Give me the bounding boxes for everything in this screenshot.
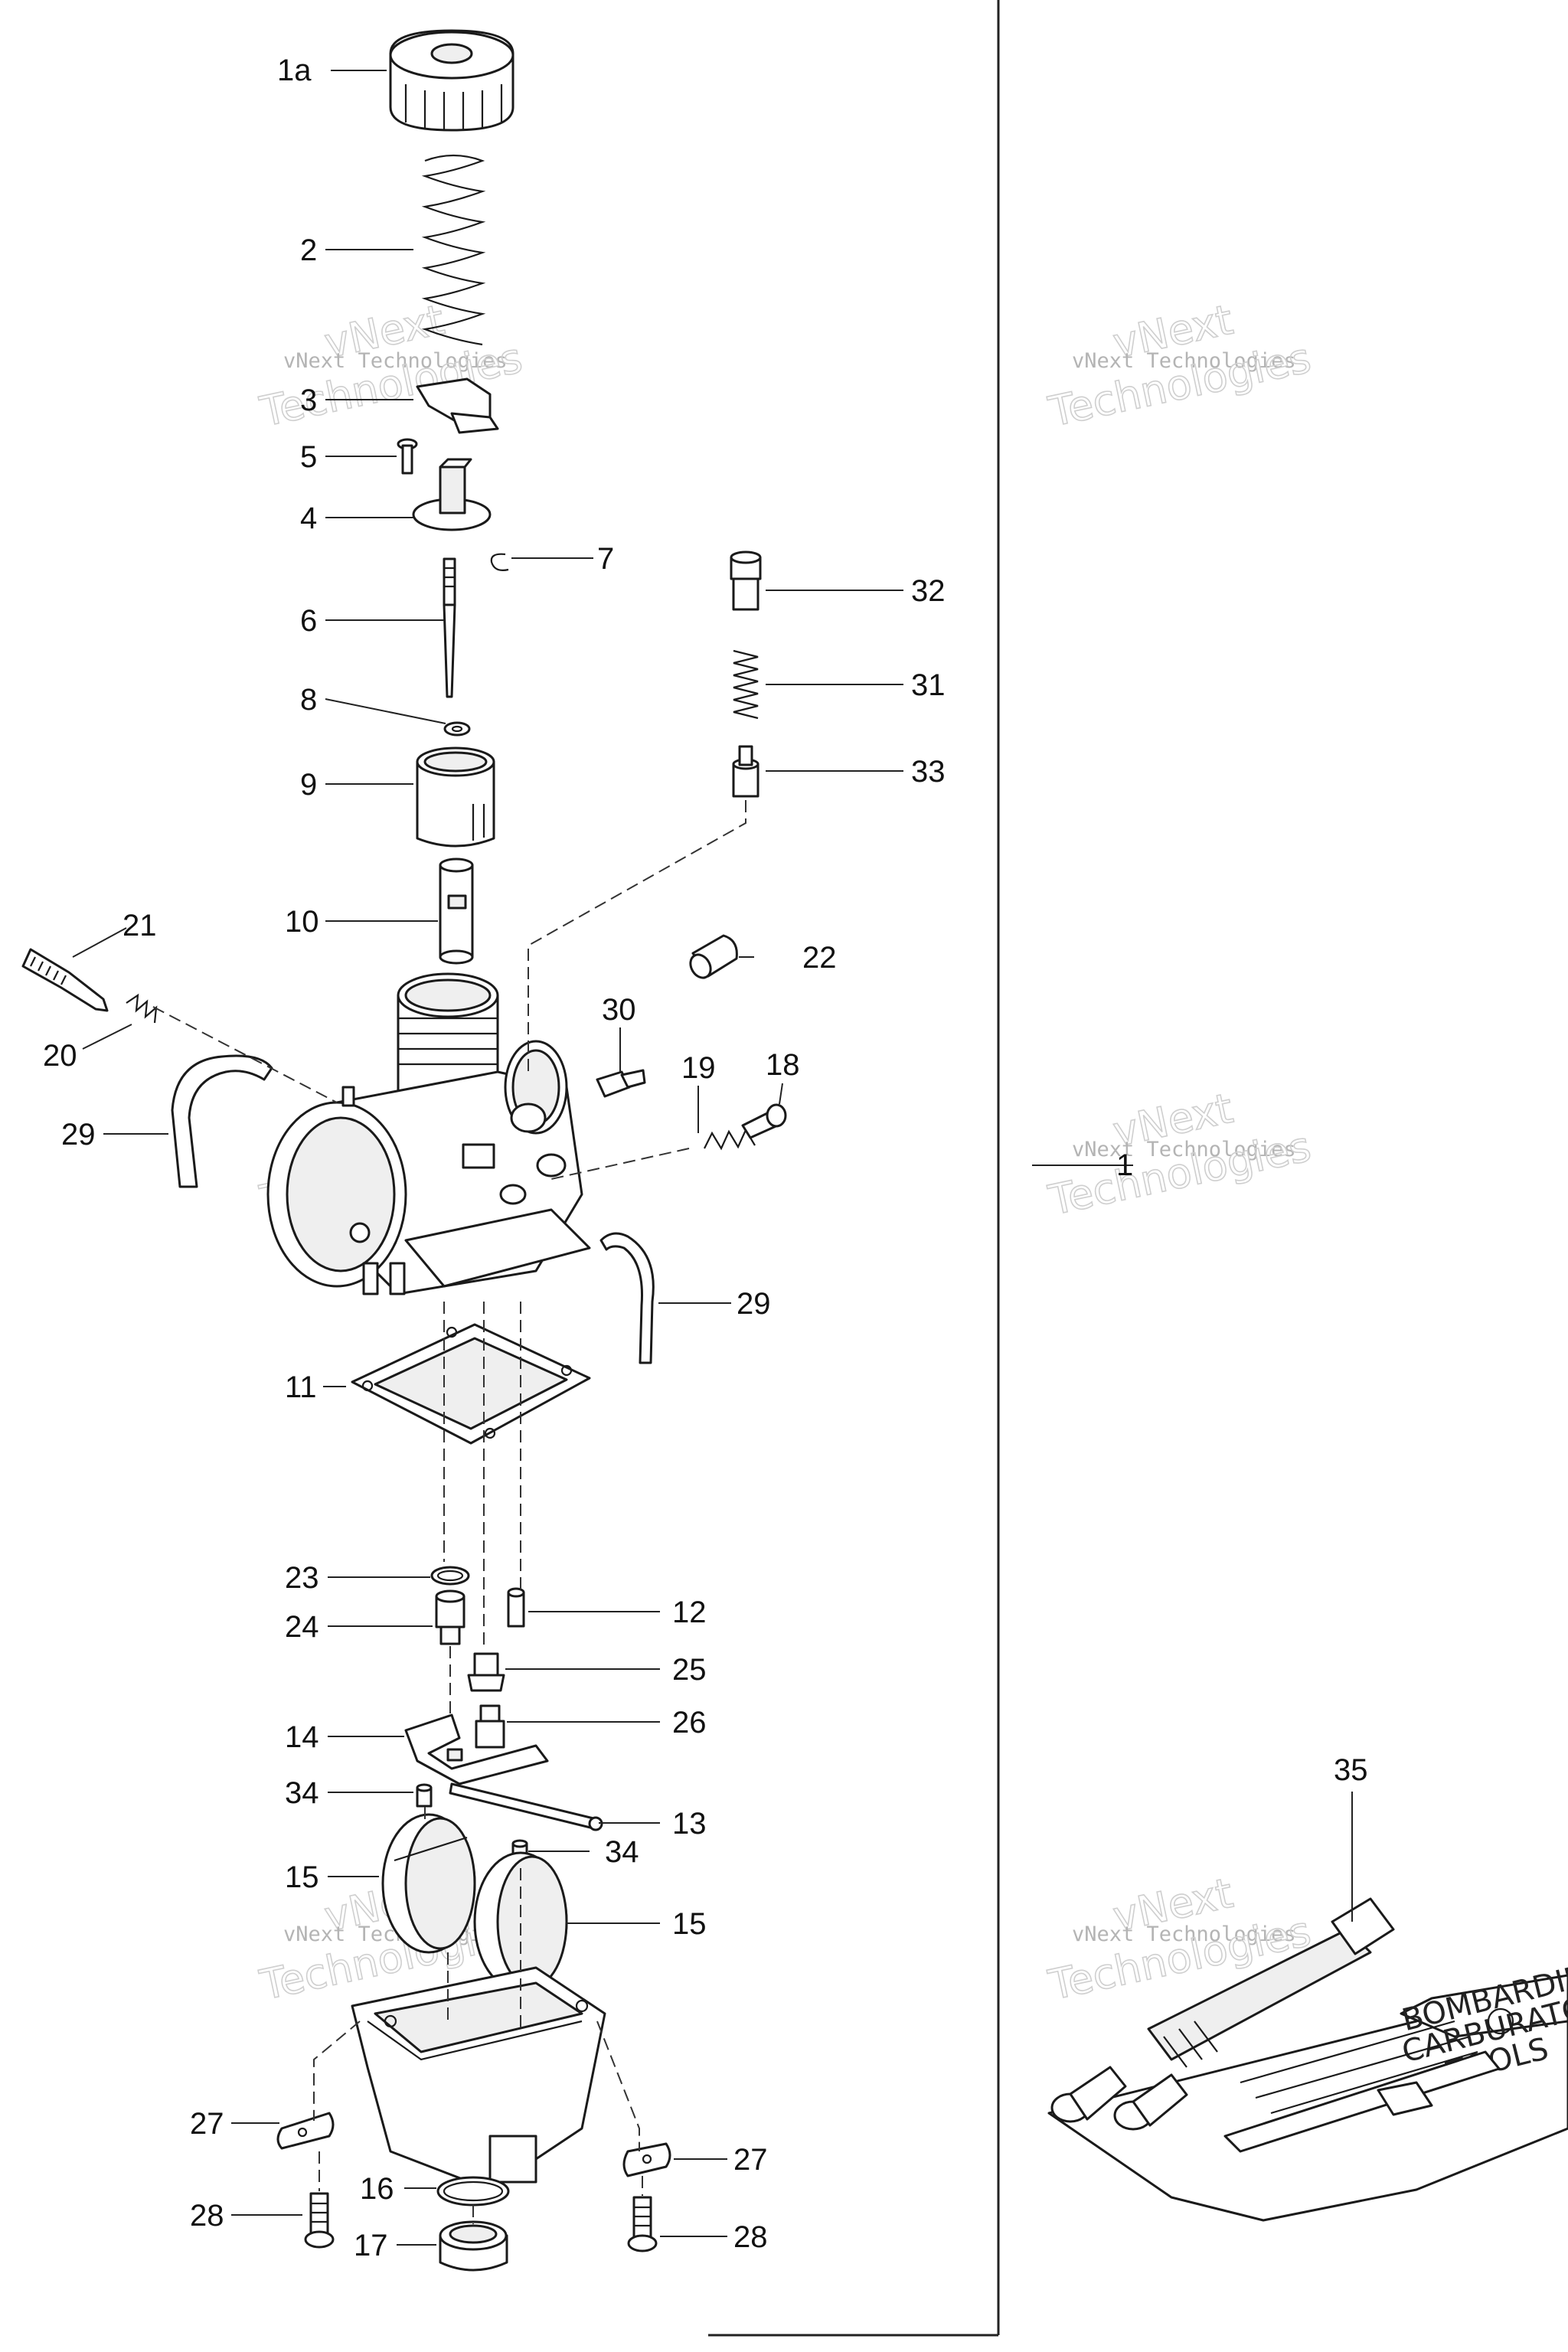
callout-19: 19 [681,1051,716,1085]
part-o-ring-23 [430,1566,470,1586]
callout-14: 14 [285,1720,319,1754]
callout-16: 16 [360,2172,394,2206]
part-jet-30 [596,1069,646,1098]
callout-28-left: 28 [190,2199,224,2233]
callout-31: 31 [911,668,946,702]
part-bowl-screw-right [627,2196,658,2252]
callout-33: 33 [911,755,946,789]
callout-34-left: 34 [285,1776,319,1810]
part-bowl-screw-left [304,2192,335,2249]
part-throttle-slide [416,746,495,848]
part-float-arm [404,1713,549,1785]
part-fitting-33 [732,745,760,798]
callout-11: 11 [285,1370,317,1404]
part-screw-small [397,438,418,475]
callout-32: 32 [911,574,946,608]
callout-29-left: 29 [61,1118,96,1152]
callout-labels: 1a 2 3 5 4 7 6 8 9 10 32 31 33 21 22 20 … [43,54,1368,2262]
part-small-spring [126,993,158,1024]
callout-28-right: 28 [733,2220,768,2254]
part-needle [443,557,456,698]
callout-27-left: 27 [190,2107,224,2141]
callout-2: 2 [300,234,317,267]
part-jet-holder [475,1704,505,1749]
callout-15-left: 15 [285,1860,319,1894]
svg-text:vNext Technologies: vNext Technologies [1072,349,1296,373]
callout-29-right: 29 [737,1287,771,1321]
part-clip-left [276,2112,335,2150]
part-idle-screw [741,1103,787,1139]
assembly-guides [152,800,746,2224]
callout-4: 4 [300,501,317,535]
callout-25: 25 [672,1653,707,1687]
part-needle-jet [435,1589,466,1645]
part-float-bowl [351,1966,606,2191]
part-spring-31 [733,649,759,720]
leader-lines [72,70,1353,2246]
callout-8: 8 [300,683,317,717]
part-fitting-32 [730,550,762,611]
part-mixture-screw [21,948,109,1012]
callout-30: 30 [602,993,636,1027]
part-o-ring-16 [436,2176,510,2207]
part-carburetor-body [266,972,591,1295]
part-washer [443,721,471,737]
part-clip-right [622,2142,671,2177]
part-e-clip [490,553,509,571]
callout-12: 12 [672,1596,707,1629]
part-gasket [351,1323,591,1445]
part-hose-left [171,1054,273,1188]
part-plate [412,458,492,531]
callout-20: 20 [43,1039,77,1073]
callout-35: 35 [1334,1753,1368,1787]
part-top-cap [389,29,514,132]
callout-24: 24 [285,1610,319,1644]
part-float-pin [449,1782,603,1831]
callout-1: 1 [1116,1148,1133,1182]
callout-7: 7 [597,542,614,576]
part-hose-right [599,1232,655,1364]
part-cap-22 [689,934,738,979]
callout-21: 21 [122,909,157,942]
part-drain-plug [439,2220,508,2272]
callout-3: 3 [300,384,317,417]
part-float-left [381,1813,476,1954]
callout-26: 26 [672,1706,707,1740]
part-jet-12 [507,1587,525,1628]
part-bracket [416,377,499,434]
part-main-jet [467,1652,505,1692]
callout-18: 18 [766,1048,800,1082]
svg-text:vNext Technologies: vNext Technologies [1072,1922,1296,1946]
callout-34-right: 34 [605,1835,639,1869]
callout-1a: 1a [277,54,312,87]
svg-text:vNext Technologies: vNext Technologies [283,349,508,373]
part-float-right [473,1851,568,1992]
callout-22: 22 [802,941,837,975]
part-spring [421,154,486,346]
part-plug-left [416,1783,433,1808]
callout-15-right: 15 [672,1907,707,1941]
callout-5: 5 [300,440,317,474]
svg-text:vNext Technologies: vNext Technologies [1072,1138,1296,1161]
callout-13: 13 [672,1807,707,1841]
callout-9: 9 [300,768,317,802]
callout-23: 23 [285,1561,319,1595]
callout-6: 6 [300,604,317,638]
callout-27-right: 27 [733,2143,768,2177]
callout-17: 17 [354,2229,388,2262]
part-slide-shaft [439,858,474,965]
callout-10: 10 [285,905,319,939]
